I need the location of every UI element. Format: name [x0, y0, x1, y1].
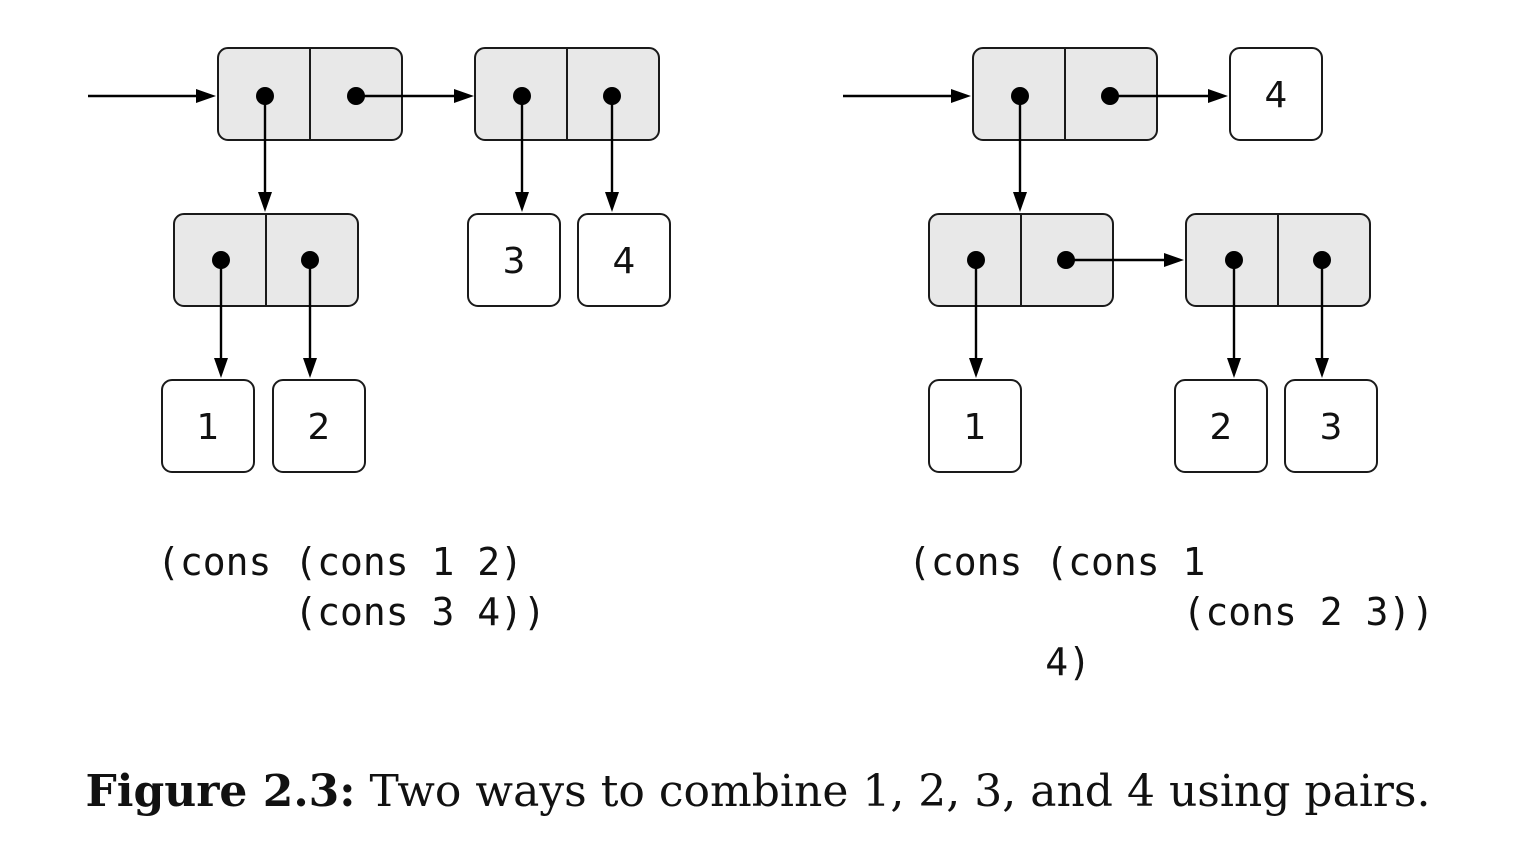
code-block: (cons (cons 1 (cons 2 3)) 4): [908, 540, 1434, 684]
atom-box: 2: [1174, 379, 1268, 473]
pointer-arrow: [605, 96, 619, 212]
pointer-arrow: [1066, 253, 1184, 267]
atom-box: 3: [467, 213, 561, 307]
atom-value: 2: [1210, 407, 1233, 448]
atom-box: 2: [272, 379, 366, 473]
caption-text: Two ways to combine 1, 2, 3, and 4 using…: [356, 766, 1431, 817]
atom-value: 4: [1265, 75, 1288, 116]
caption-label: Figure 2.3:: [86, 766, 356, 817]
pair-cell: [217, 47, 403, 141]
pointer-arrow: [1227, 260, 1241, 378]
pointer-arrow: [258, 96, 272, 212]
entry-arrow: [88, 89, 216, 103]
atom-value: 2: [308, 407, 331, 448]
code-line: (cons 2 3)): [908, 590, 1434, 634]
pointer-arrow: [969, 260, 983, 378]
pointer-arrow: [1315, 260, 1329, 378]
atom-value: 3: [1320, 407, 1343, 448]
atom-box: 4: [577, 213, 671, 307]
pointer-arrow: [515, 96, 529, 212]
pointer-arrow: [356, 89, 474, 103]
code-line: 4): [908, 640, 1091, 684]
pointer-arrow: [214, 260, 228, 378]
pointer-arrow: [303, 260, 317, 378]
pair-cell: [1185, 213, 1371, 307]
pair-cell: [173, 213, 359, 307]
code-line: (cons (cons 1: [908, 540, 1205, 584]
code-line: (cons 3 4)): [157, 590, 546, 634]
atom-box: 3: [1284, 379, 1378, 473]
diagram-left: 3 4 1 2 (cons (cons 1 2) (cons 3 4)): [88, 47, 671, 634]
atom-value: 3: [503, 241, 526, 282]
atom-box: 1: [161, 379, 255, 473]
figure-caption: Figure 2.3: Two ways to combine 1, 2, 3,…: [86, 766, 1431, 817]
atom-value: 4: [613, 241, 636, 282]
pair-cell: [972, 47, 1158, 141]
diagram-right: 4: [843, 47, 1434, 684]
atom-value: 1: [964, 407, 987, 448]
atom-box: 1: [928, 379, 1022, 473]
pointer-arrow: [1013, 96, 1027, 212]
code-line: (cons (cons 1 2): [157, 540, 523, 584]
atom-value: 1: [197, 407, 220, 448]
pair-cell: [474, 47, 660, 141]
pointer-arrow: [1110, 89, 1228, 103]
atom-box: 4: [1229, 47, 1323, 141]
code-block: (cons (cons 1 2) (cons 3 4)): [157, 540, 546, 634]
entry-arrow: [843, 89, 971, 103]
